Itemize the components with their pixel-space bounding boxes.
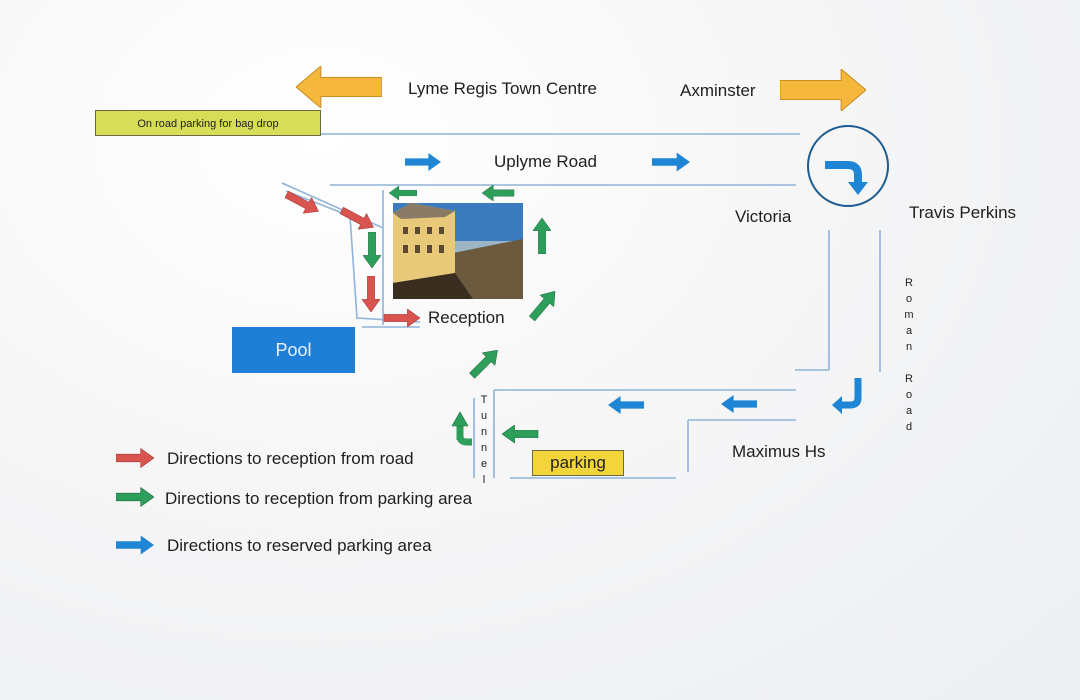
green-arrow xyxy=(533,218,551,254)
green-arrow xyxy=(363,232,381,268)
legend-red-arrow xyxy=(116,448,154,468)
pool-block: Pool xyxy=(232,327,355,373)
hotel-photo xyxy=(393,203,523,299)
green-arrow xyxy=(481,185,515,201)
green-arrow xyxy=(465,343,505,383)
roads xyxy=(95,133,881,479)
roundabout-turn-arrow xyxy=(825,161,862,184)
legend-blue-arrow xyxy=(116,535,154,555)
parking-block: parking xyxy=(532,450,624,476)
roman-road-label: R o m a n R o a d xyxy=(904,277,914,433)
reception-label: Reception xyxy=(428,308,505,327)
axminster-label: Axminster xyxy=(680,81,756,100)
green-turn-arrow-head xyxy=(451,411,469,427)
blue-arrow xyxy=(608,396,644,414)
blue-arrow xyxy=(405,153,441,171)
green-arrow xyxy=(389,185,417,201)
blue-arrow xyxy=(721,395,757,413)
travis-perkins-label: Travis Perkins xyxy=(909,203,1017,222)
red-arrow xyxy=(383,309,421,327)
red-arrow xyxy=(336,202,379,236)
legend-green-arrow xyxy=(116,487,154,507)
arrow-to-axminster xyxy=(780,69,866,111)
green-arrow xyxy=(525,285,562,325)
blue-turn-arrow xyxy=(840,378,862,409)
uplyme-road-label: Uplyme Road xyxy=(494,152,597,171)
victoria-label: Victoria xyxy=(735,207,792,226)
green-arrow xyxy=(501,425,539,443)
hotel-photo-drawing xyxy=(393,203,523,299)
tunnel-label: T u n n e l xyxy=(480,394,488,486)
legend-arrows xyxy=(116,448,154,555)
roundabout-turn-arrow-head xyxy=(848,182,868,195)
blue-turn-arrow-head xyxy=(832,396,842,414)
lyme-regis-label: Lyme Regis Town Centre xyxy=(408,79,597,98)
legend-green-label: Directions to reception from parking are… xyxy=(165,489,473,508)
green-turn-arrow-base xyxy=(456,435,472,446)
maximus-label: Maximus Hs xyxy=(732,442,826,461)
bag-drop-parking-label: On road parking for bag drop xyxy=(95,110,321,136)
legend-blue-label: Directions to reserved parking area xyxy=(167,536,432,555)
red-arrow xyxy=(362,276,380,312)
legend-red-label: Directions to reception from road xyxy=(167,449,414,468)
roundabout xyxy=(807,125,889,207)
arrow-to-lyme-regis xyxy=(296,66,382,108)
blue-arrow xyxy=(652,152,690,172)
road-driveway-lower xyxy=(285,190,351,217)
